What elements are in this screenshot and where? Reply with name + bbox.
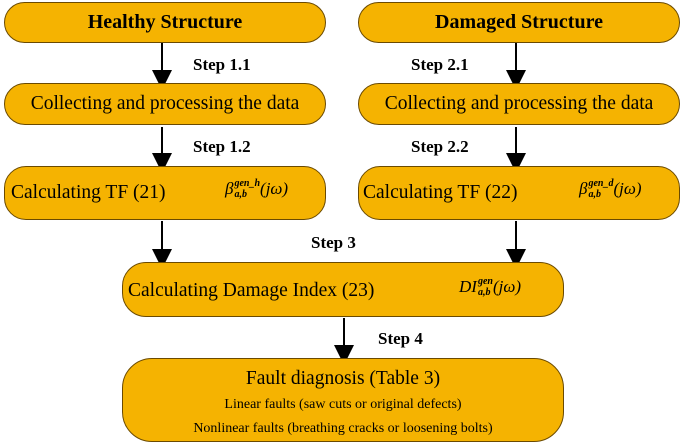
step-3-label: Step 3 bbox=[311, 233, 356, 252]
fault-diagnosis-title: Fault diagnosis (Table 3) bbox=[245, 368, 441, 389]
damage-index-label: Calculating Damage Index (23) bbox=[128, 280, 375, 301]
step-4-label: Step 4 bbox=[378, 329, 423, 348]
fault-diagnosis-box: Fault diagnosis (Table 3) Linear faults … bbox=[122, 358, 564, 442]
collect-data-left-label: Collecting and processing the data bbox=[30, 93, 300, 114]
nonlinear-faults-text: Nonlinear faults (breathing cracks or lo… bbox=[193, 421, 493, 436]
tf-left-label: Calculating TF (21) bbox=[11, 182, 166, 203]
step-1-2-label: Step 1.2 bbox=[193, 137, 251, 156]
collect-data-left-box: Collecting and processing the data bbox=[4, 83, 326, 125]
collect-data-right-box: Collecting and processing the data bbox=[358, 83, 680, 125]
damaged-structure-label: Damaged Structure bbox=[435, 11, 603, 33]
step-2-2-label: Step 2.2 bbox=[411, 137, 469, 156]
collect-data-right-label: Collecting and processing the data bbox=[384, 93, 654, 114]
step-1-1-label: Step 1.1 bbox=[193, 55, 251, 74]
linear-faults-text: Linear faults (saw cuts or original defe… bbox=[224, 397, 462, 412]
damaged-structure-box: Damaged Structure bbox=[358, 2, 680, 43]
step-2-1-label: Step 2.1 bbox=[411, 55, 469, 74]
healthy-structure-box: Healthy Structure bbox=[4, 2, 326, 43]
healthy-structure-label: Healthy Structure bbox=[87, 11, 243, 33]
tf-right-label: Calculating TF (22) bbox=[363, 182, 518, 203]
